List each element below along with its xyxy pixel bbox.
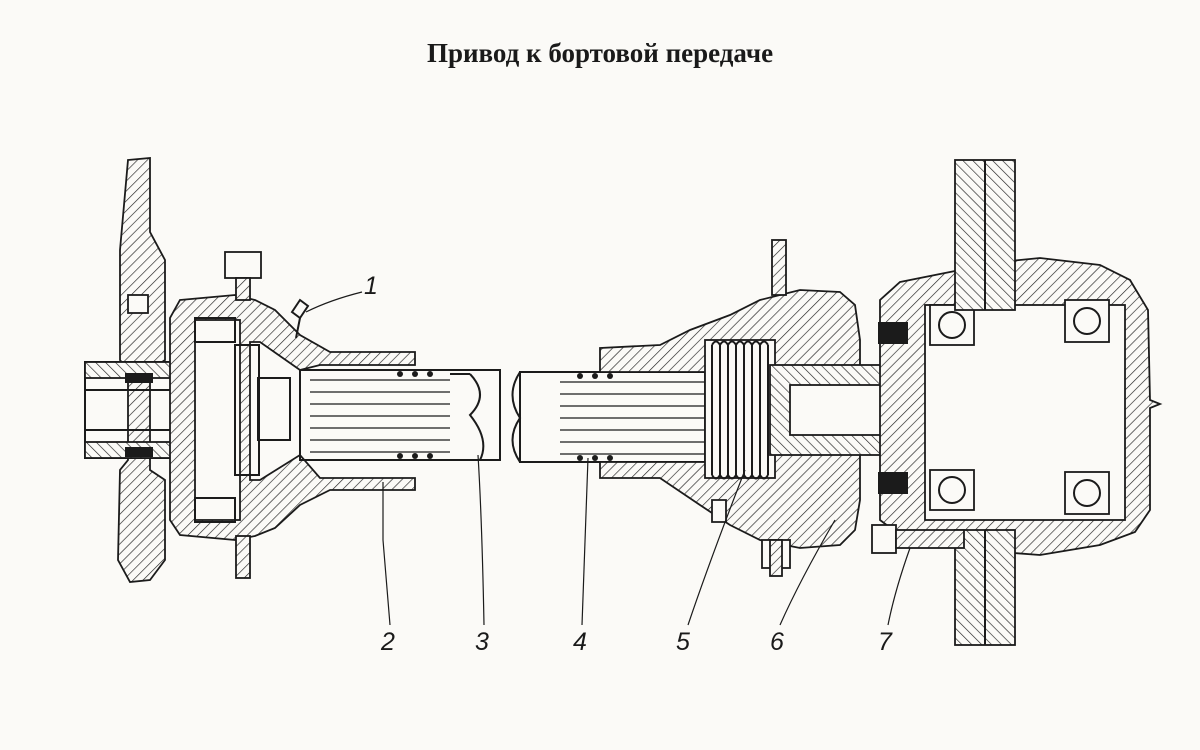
callout-3: 3 bbox=[475, 628, 489, 656]
leader-lines bbox=[305, 291, 911, 626]
leader-3 bbox=[477, 454, 485, 626]
right-spline-shaft bbox=[511, 371, 711, 463]
left-spline-body bbox=[299, 369, 501, 461]
bearing-ball bbox=[1073, 307, 1101, 335]
callout-1: 1 bbox=[364, 272, 378, 300]
spline-ball bbox=[427, 371, 433, 377]
right-bearing-bottom-outer bbox=[1064, 471, 1110, 515]
bearing-race bbox=[1064, 471, 1110, 515]
spline-ball bbox=[577, 455, 583, 461]
spline-ball bbox=[412, 453, 418, 459]
right-seal-bottom bbox=[878, 472, 908, 494]
right-bearing-bottom-inner bbox=[929, 469, 975, 511]
right-bottom-stud bbox=[769, 539, 783, 577]
spline-ball bbox=[592, 455, 598, 461]
left-top-bolt-head bbox=[224, 251, 262, 279]
right-spline-body bbox=[519, 371, 711, 463]
right-seal-top bbox=[878, 322, 908, 344]
left-bottom-stud bbox=[235, 535, 251, 579]
spline-ball bbox=[397, 371, 403, 377]
spline-ball bbox=[427, 453, 433, 459]
spline-ball bbox=[607, 455, 613, 461]
coil-spring bbox=[711, 340, 769, 480]
bearing-ball bbox=[938, 476, 966, 504]
callout-7: 7 bbox=[878, 628, 893, 656]
right-shaft-break bbox=[511, 371, 522, 463]
leader-7 bbox=[887, 547, 911, 626]
left-seal-top bbox=[125, 373, 153, 383]
spline-ball bbox=[577, 373, 583, 379]
spring-bottom-loops bbox=[711, 472, 769, 480]
spring-top-loops bbox=[711, 340, 769, 348]
grease-fitting bbox=[290, 298, 310, 320]
right-bearing-top-inner bbox=[929, 304, 975, 346]
left-seal-bottom bbox=[125, 447, 153, 457]
right-bearing-top-outer bbox=[1064, 299, 1110, 343]
callout-labels: 1 2 3 4 5 6 7 bbox=[364, 272, 893, 656]
left-top-stud bbox=[235, 277, 251, 301]
left-bearing-block-top bbox=[194, 317, 236, 343]
spline-ball bbox=[397, 453, 403, 459]
spring-cavity bbox=[704, 339, 776, 479]
diagram-title: Привод к бортовой передаче bbox=[426, 38, 774, 68]
callout-6: 6 bbox=[770, 628, 784, 656]
left-shaft-end bbox=[450, 373, 480, 461]
right-grease-plug bbox=[711, 499, 727, 523]
left-assembly bbox=[84, 157, 501, 583]
bearing-race bbox=[1064, 299, 1110, 343]
leader-1 bbox=[305, 291, 363, 313]
left-flange-slot bbox=[127, 294, 149, 314]
grease-fitting-stem bbox=[295, 317, 301, 339]
callout-4: 4 bbox=[573, 628, 587, 656]
bearing-ball bbox=[938, 311, 966, 339]
callout-2: 2 bbox=[380, 628, 395, 656]
left-bearing-block-bottom bbox=[194, 497, 236, 523]
callout-5: 5 bbox=[676, 628, 690, 656]
spline-ball bbox=[592, 373, 598, 379]
left-housing-cavity bbox=[194, 319, 241, 521]
leader-2 bbox=[382, 482, 391, 626]
right-assembly bbox=[511, 159, 1163, 646]
right-top-stud bbox=[771, 239, 787, 296]
left-hub-boss bbox=[257, 377, 291, 441]
leader-6 bbox=[779, 519, 836, 626]
left-shaft-break bbox=[468, 373, 485, 461]
bolt-7-body bbox=[895, 529, 965, 549]
bearing-ball bbox=[1073, 479, 1101, 507]
spline-ball bbox=[607, 373, 613, 379]
bolt-7-head bbox=[871, 524, 897, 554]
leader-4 bbox=[581, 457, 589, 626]
left-spline-shaft bbox=[299, 369, 501, 461]
spring-coils bbox=[711, 345, 769, 475]
spline-ball bbox=[412, 371, 418, 377]
leader-5 bbox=[687, 469, 746, 626]
